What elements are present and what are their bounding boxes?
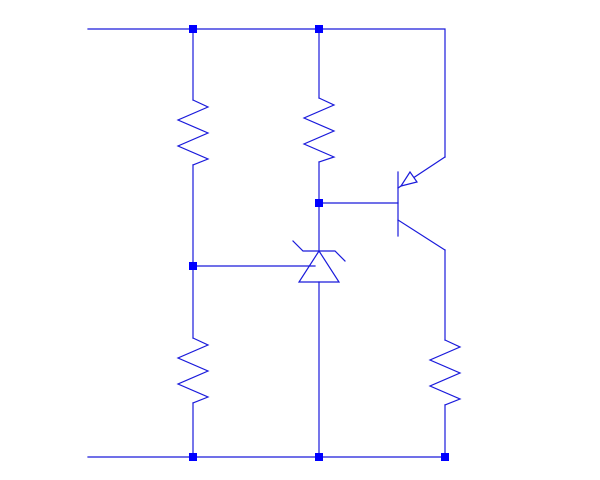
top-rail-wire [87, 28, 446, 158]
junctions [189, 25, 449, 461]
resistor-r2 [176, 337, 210, 404]
junction-dot [315, 25, 323, 33]
resistors [176, 97, 462, 406]
zener-bar [292, 240, 346, 262]
pnp-transistor [397, 156, 446, 251]
junction-dot [189, 25, 197, 33]
zener-triangle [297, 249, 341, 283]
junction-dot [441, 453, 449, 461]
resistor-r1 [176, 99, 210, 166]
resistor-r3 [302, 97, 336, 163]
wires [87, 28, 446, 458]
bottom-rail-wire [87, 404, 446, 458]
junction-dot [315, 199, 323, 207]
resistor-r4 [428, 339, 462, 406]
transistor-collector-lead [397, 219, 446, 251]
junction-dot [189, 262, 197, 270]
zener-diode [292, 240, 346, 283]
transistor-emitter-arrow [399, 170, 418, 187]
junction-dot [189, 453, 197, 461]
junction-dot [315, 453, 323, 461]
